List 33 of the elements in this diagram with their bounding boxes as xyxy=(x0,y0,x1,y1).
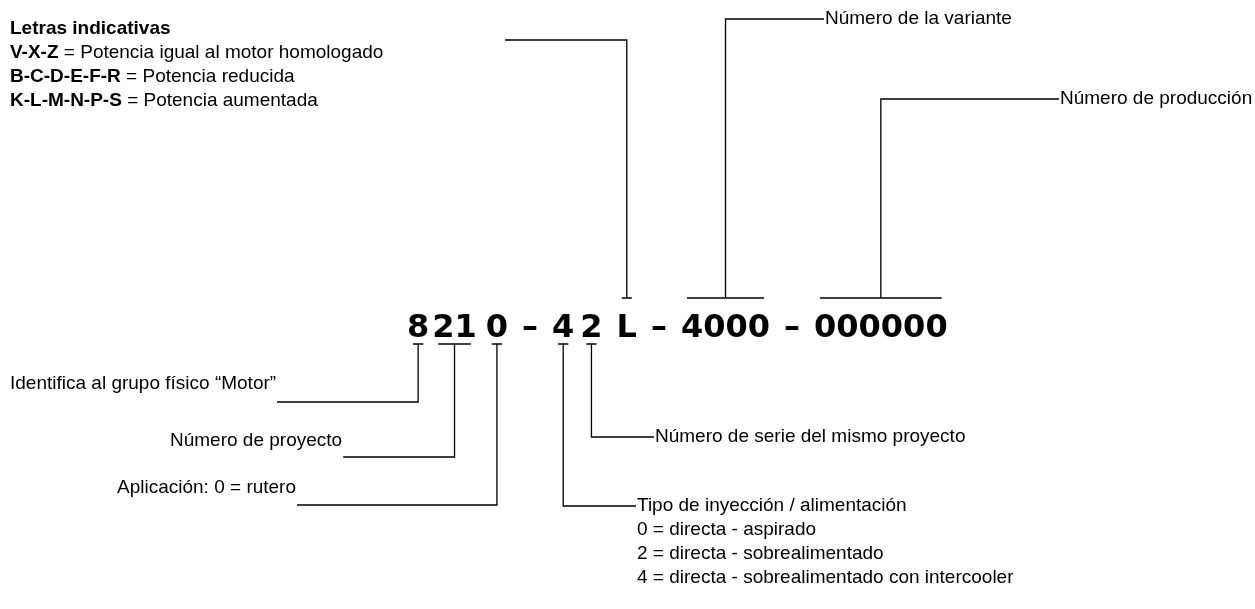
block-line: 2 = directa - sobrealimentado xyxy=(637,541,884,565)
code-digits: L xyxy=(616,310,637,342)
label-text: Número de la variante xyxy=(825,6,1012,30)
code-dash: – xyxy=(522,310,539,342)
label-text: Identifica al grupo físico “Motor” xyxy=(10,371,277,395)
label-text: Número de serie del mismo proyecto xyxy=(655,424,966,448)
leader-line xyxy=(296,343,503,506)
leader-line xyxy=(504,39,633,299)
leader-line xyxy=(686,18,825,299)
leader-line xyxy=(585,343,655,438)
code-dash: – xyxy=(651,310,667,342)
block-line: 0 = directa - aspirado xyxy=(637,517,816,541)
leader-line xyxy=(819,98,1060,299)
code-digits: 4 xyxy=(552,310,575,342)
label-text: Número de proyecto xyxy=(170,428,343,452)
leader-line xyxy=(557,343,637,507)
block-line: 4 = directa - sobrealimentado con intercooler xyxy=(637,565,1014,589)
leader-line xyxy=(342,343,472,458)
label-text: Aplicación: 0 = rutero xyxy=(117,475,296,499)
block-line: B-C-D-E-F-R = Potencia reducida xyxy=(10,64,295,88)
code-digits: 8 xyxy=(407,310,430,342)
code-dash: – xyxy=(784,310,801,342)
leader-line xyxy=(276,343,424,403)
block-line: K-L-M-N-P-S = Potencia aumentada xyxy=(10,88,318,112)
block-line: V-X-Z = Potencia igual al motor homologado xyxy=(10,40,384,64)
code-digits: 21 xyxy=(432,310,477,342)
block-heading: Tipo de inyección / alimentación xyxy=(637,493,907,517)
block-heading: Letras indicativas xyxy=(10,16,171,40)
label-text: Número de producción xyxy=(1060,86,1253,110)
code-digits: 000000 xyxy=(814,310,948,342)
code-digits: 0 xyxy=(485,310,509,342)
code-digits: 2 xyxy=(580,310,603,342)
code-digits: 4000 xyxy=(681,310,771,342)
